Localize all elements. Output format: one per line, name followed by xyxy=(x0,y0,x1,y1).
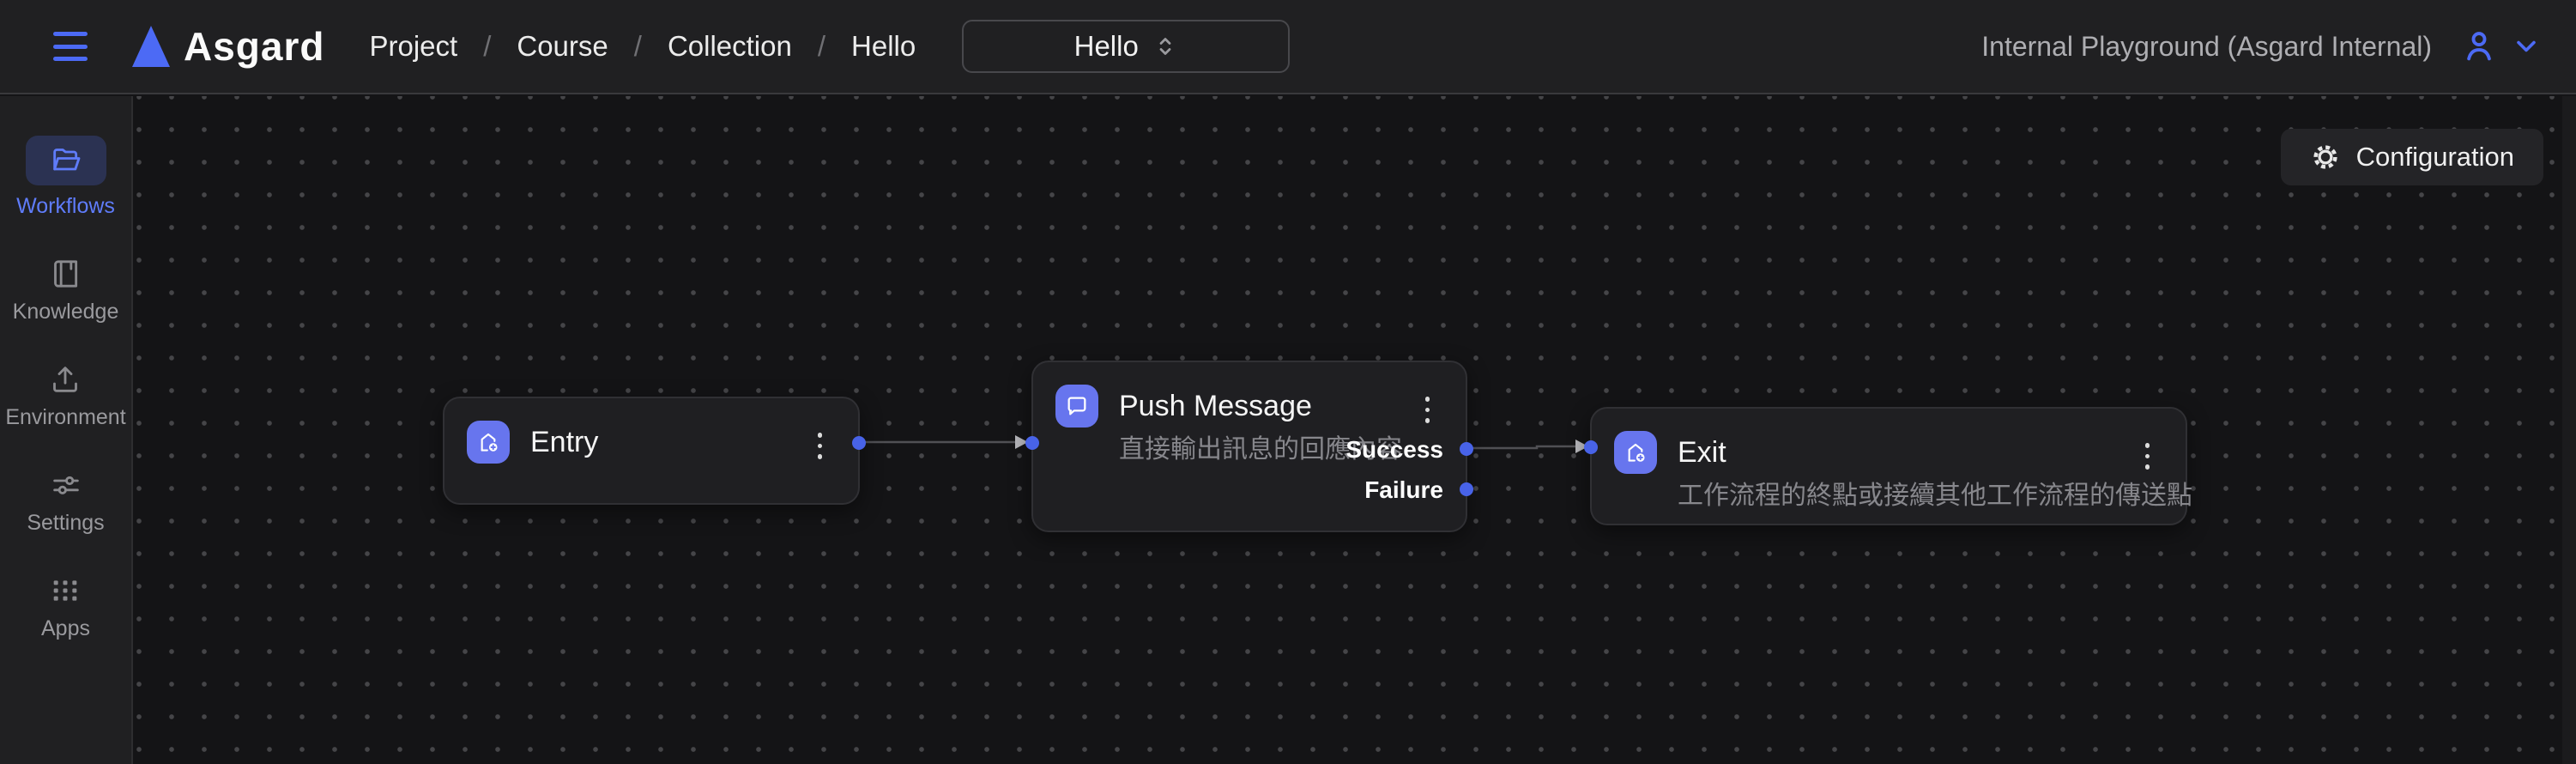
workflow-canvas[interactable]: Configuration Entry xyxy=(135,96,2576,764)
book-icon xyxy=(53,260,77,288)
output-port[interactable] xyxy=(852,436,866,450)
breadcrumb-project[interactable]: Project xyxy=(369,30,458,62)
node-title: Exit xyxy=(1678,436,1726,469)
node-menu-kebab-icon[interactable] xyxy=(814,429,826,463)
node-push-body: Push Message 直接輸出訊息的回應內容 xyxy=(1033,362,1466,489)
sliders-icon xyxy=(52,476,79,494)
node-menu-kebab-icon[interactable] xyxy=(1422,393,1434,427)
node-texts: Exit 工作流程的終點或接續其他工作流程的傳送點 xyxy=(1678,431,2192,513)
app-logo[interactable]: Asgard xyxy=(132,23,324,70)
node-texts: Push Message 直接輸出訊息的回應內容 xyxy=(1119,385,1402,467)
port-label-success: Success xyxy=(1345,436,1443,463)
node-exit-body: Exit 工作流程的終點或接續其他工作流程的傳送點 xyxy=(1592,409,2192,536)
edge-arrowhead xyxy=(1015,435,1028,449)
workflow-selector-dropdown[interactable]: Hello xyxy=(962,20,1291,73)
input-port[interactable] xyxy=(1584,440,1598,454)
sidebar-item-label: Settings xyxy=(27,511,105,535)
breadcrumb-course[interactable]: Course xyxy=(517,30,608,62)
node-entry-body: Entry xyxy=(444,398,858,486)
house-plus-icon xyxy=(1628,443,1645,462)
output-port-failure[interactable] xyxy=(1460,482,1473,496)
breadcrumb-workflow[interactable]: Hello xyxy=(851,30,916,62)
node-menu-kebab-icon[interactable] xyxy=(2142,440,2154,473)
configuration-button[interactable]: Configuration xyxy=(2280,129,2543,185)
workspace-label: Internal Playground (Asgard Internal) xyxy=(1981,30,2432,62)
upload-icon xyxy=(53,367,78,392)
sidebar-item-apps[interactable]: Apps xyxy=(41,573,90,641)
entry-node-icon-badge xyxy=(467,421,510,464)
node-title: Entry xyxy=(530,426,599,458)
edge-success-to-exit xyxy=(1472,445,1575,450)
app-header: Asgard Project / Course / Collection / H… xyxy=(0,0,2576,94)
node-subtitle: 工作流程的終點或接續其他工作流程的傳送點 xyxy=(1678,482,2192,510)
sidebar-item-settings[interactable]: Settings xyxy=(27,468,105,536)
chevron-down-icon[interactable] xyxy=(2511,31,2542,62)
push-message-icon-badge xyxy=(1055,385,1098,427)
sidebar-item-label: Apps xyxy=(41,616,90,640)
triangle-logo-icon xyxy=(132,26,170,67)
breadcrumb-separator: / xyxy=(633,30,642,62)
chevron-up-down-icon xyxy=(1159,38,1171,55)
breadcrumb-separator: / xyxy=(817,30,826,62)
breadcrumb: Project / Course / Collection / Hello xyxy=(369,30,916,63)
configuration-label: Configuration xyxy=(2355,142,2514,172)
sidebar-item-environment[interactable]: Environment xyxy=(5,362,126,430)
sidebar-item-knowledge[interactable]: Knowledge xyxy=(12,257,119,324)
output-port-success[interactable] xyxy=(1460,442,1473,456)
breadcrumb-collection[interactable]: Collection xyxy=(667,30,792,62)
node-texts: Entry xyxy=(530,421,598,464)
node-push-message[interactable]: Push Message 直接輸出訊息的回應內容 Success Failure xyxy=(1025,361,1473,532)
node-exit[interactable]: Exit 工作流程的終點或接續其他工作流程的傳送點 xyxy=(1584,407,2192,525)
exit-node-icon-badge xyxy=(1614,431,1657,474)
workflow-selector-value: Hello xyxy=(1073,30,1139,62)
sidebar-item-label: Environment xyxy=(5,405,126,429)
sidebar-item-workflows[interactable]: Workflows xyxy=(16,136,115,219)
sidebar-item-label: Knowledge xyxy=(12,300,119,324)
input-port[interactable] xyxy=(1025,436,1039,450)
folder-icon xyxy=(52,149,80,171)
house-plus-icon xyxy=(481,433,498,452)
port-label-failure: Failure xyxy=(1364,476,1443,503)
gear-icon xyxy=(2313,145,2337,169)
edge-layer xyxy=(865,435,1588,453)
apps-grid-icon xyxy=(54,580,77,601)
node-title: Push Message xyxy=(1119,390,1312,422)
edge-arrowhead xyxy=(1575,440,1588,453)
breadcrumb-separator: / xyxy=(483,30,492,62)
user-account-icon[interactable] xyxy=(2459,27,2499,66)
chat-bubble-icon xyxy=(1067,397,1086,415)
node-subtitle: 直接輸出訊息的回應內容 xyxy=(1119,435,1402,464)
sidebar-item-label: Workflows xyxy=(16,194,115,218)
hamburger-menu-icon[interactable] xyxy=(53,32,89,61)
app-name: Asgard xyxy=(184,24,325,69)
sidebar: Workflows Knowledge Environment Settings xyxy=(0,96,133,764)
header-right-cluster: Internal Playground (Asgard Internal) xyxy=(1981,27,2542,66)
active-item-highlight xyxy=(25,136,106,185)
node-entry[interactable]: Entry xyxy=(443,397,866,505)
